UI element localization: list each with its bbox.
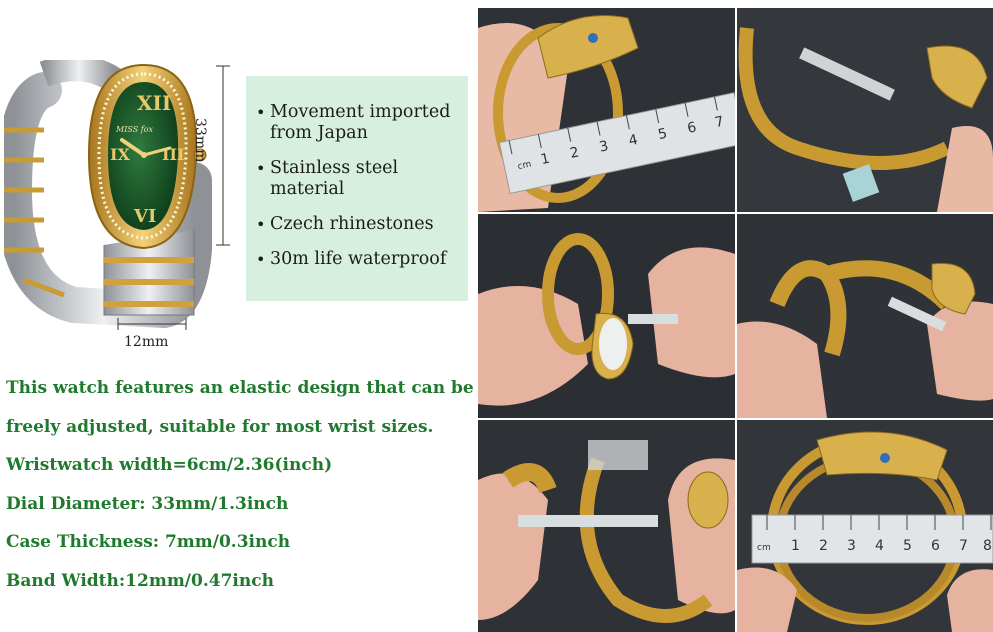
bullet-icon: • — [256, 103, 266, 122]
product-info-panel: XII III VI IX MISS fox 33mm 12mm •Moveme… — [0, 0, 476, 632]
feature-item: •Stainless steel material — [254, 158, 468, 200]
ruler-number: 5 — [903, 538, 912, 554]
feature-item: •Movement imported from Japan — [254, 102, 468, 144]
bullet-icon: • — [256, 159, 266, 178]
spec-line: Wristwatch width=6cm/2.36(inch) — [6, 455, 333, 476]
spec-line: Band Width:12mm/0.47inch — [6, 570, 274, 591]
ruler-number: 3 — [598, 138, 610, 156]
ruler-unit: cm — [517, 160, 532, 173]
photo-measure-coil: 1 2 3 4 5 6 7 8 cm — [737, 420, 993, 632]
photo-hands-bend — [737, 214, 993, 418]
feature-box: •Movement imported from Japan •Stainless… — [246, 76, 468, 301]
width-dimension-label: 12mm — [124, 334, 169, 350]
photo-open-coil-image — [478, 420, 735, 632]
ruler-number: 1 — [791, 538, 800, 554]
spec-line: This watch features an elastic design th… — [6, 378, 474, 398]
spec-list: This watch features an elastic design th… — [6, 378, 476, 610]
svg-text:XII: XII — [137, 91, 171, 115]
ruler-number: 5 — [657, 126, 669, 144]
ruler-number: 8 — [983, 538, 992, 554]
ruler-number: 6 — [686, 119, 698, 137]
ruler-number: 7 — [713, 114, 725, 132]
photo-hands-stretch — [478, 214, 735, 418]
feature-text: 30m life waterproof — [270, 249, 447, 269]
photo-grid: 1 2 3 4 5 6 7 cm — [476, 8, 993, 632]
ruler-number: 3 — [847, 538, 856, 554]
photo-measure-dial-image: 1 2 3 4 5 6 7 cm — [478, 8, 735, 212]
feature-text: Movement imported from Japan — [270, 102, 451, 143]
ruler-unit: cm — [757, 543, 771, 553]
ruler-number: 2 — [569, 144, 581, 162]
dial-brand: MISS fox — [115, 125, 153, 134]
spec-line: freely adjusted, suitable for most wrist… — [6, 416, 434, 437]
feature-text: Stainless steel material — [270, 158, 399, 199]
bullet-icon: • — [256, 215, 266, 234]
svg-text:VI: VI — [133, 206, 156, 227]
feature-list: •Movement imported from Japan •Stainless… — [246, 76, 468, 270]
ruler-number: 4 — [875, 538, 884, 554]
height-dimension-label: 33mm — [192, 118, 208, 163]
photo-hands-bend-image — [737, 214, 993, 418]
photo-open-coil — [478, 420, 735, 632]
photo-measure-coil-image: 1 2 3 4 5 6 7 8 cm — [737, 420, 993, 632]
ruler-number: 2 — [819, 538, 828, 554]
photo-coil-band — [737, 8, 993, 212]
photo-hands-stretch-image — [478, 214, 735, 418]
spec-line: Dial Diameter: 33mm/1.3inch — [6, 493, 289, 514]
ruler-number: 1 — [539, 151, 551, 169]
feature-item: •30m life waterproof — [254, 249, 468, 270]
feature-item: •Czech rhinestones — [254, 214, 468, 235]
ruler-number: 4 — [627, 132, 639, 150]
watch-illustration: XII III VI IX MISS fox — [4, 60, 230, 330]
bullet-icon: • — [256, 250, 266, 269]
spec-line: Case Thickness: 7mm/0.3inch — [6, 532, 291, 553]
photo-coil-band-image — [737, 8, 993, 212]
photo-measure-dial: 1 2 3 4 5 6 7 cm — [478, 8, 735, 212]
ruler-number: 7 — [959, 538, 968, 554]
feature-text: Czech rhinestones — [270, 214, 434, 234]
ruler-number: 6 — [931, 538, 940, 554]
svg-text:IX: IX — [110, 145, 130, 164]
